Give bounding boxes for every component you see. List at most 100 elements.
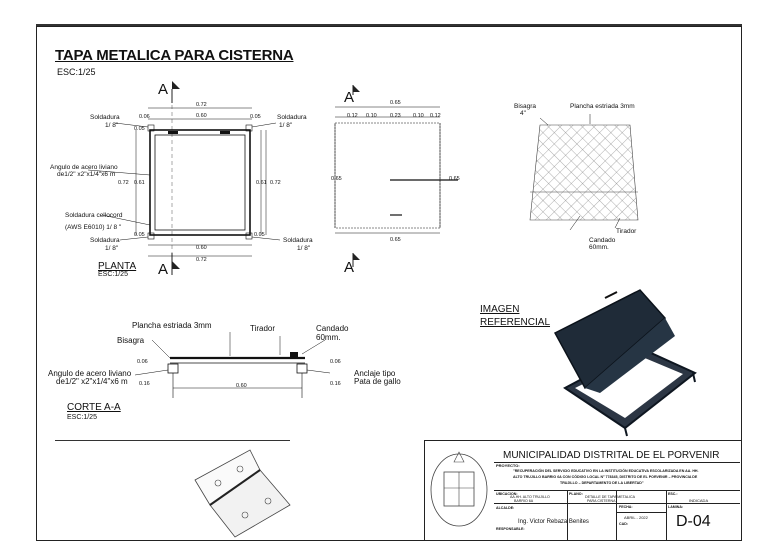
section-caption: CORTE A-A [67,402,121,413]
elevation-section-marker-top: A [344,89,355,106]
elevation-dim-bottom: 0.65 [390,237,401,243]
location-value-1: AA.HH. ALTO TRUJILLO [510,495,550,499]
tb-rule-4 [616,512,666,513]
plan-dim-edge-bl: 0.05 [134,232,145,238]
plan-dim-top-total: 0.72 [196,102,207,108]
section-anchor-line1: Anclaje tipo [354,369,396,378]
plan-label: PLANO: [569,492,583,496]
section-arrow-bottom [172,261,180,269]
elevation-dim-side-right: 0.65 [449,176,460,182]
plan-weld-bl: Soldadura [90,237,120,244]
sheet-border [36,26,742,541]
plan-dim-top-mid: 0.60 [196,113,207,119]
project-text-2: ALTO TRUJILLO BARRIO 6A CON CÓDIGO LOCAL… [513,475,698,479]
tb-vrule-1 [567,490,568,540]
detail-handle: Tirador [616,228,637,235]
detail-lock-size: 60mm. [589,244,609,251]
plan-angle-line2: de1/2" x2"x1/4"x6 m [57,171,116,178]
detail-hatched-lid [529,114,639,231]
section-dim-right: 0.16 [330,381,341,387]
detail-hinge: Bisagra [514,103,537,110]
section-dim-right-top: 0.06 [330,359,341,365]
section-caption-scale: ESC:1/25 [67,414,97,421]
esc-value: INDICADA [689,498,709,503]
plan-caption-scale: ESC:1/25 [98,271,128,278]
plan-dim-bottom-total: 0.72 [196,257,207,263]
elevation-dim-d2: 0.10 [366,113,377,119]
plan-dim-side-inner-right: 0.61 [256,180,267,186]
reference-label-line2: REFERENCIAL [480,317,551,328]
elevation-dim-d1: 0.12 [347,113,358,119]
esc-label: ESC.: [668,492,678,496]
title-block [424,440,742,541]
plan-weld-cello-spec: (AWS E6010) 1/ 8 " [65,224,122,231]
plan-dim-edge-tl: 0.06 [139,114,150,120]
tb-rule-3 [494,503,740,504]
plan-inner-frame [154,134,246,231]
sheet-top-rule [36,24,742,26]
plan-dim-side-total: 0.72 [118,180,129,186]
plan-weld-tl-size: 1/ 8" [105,122,119,129]
sheet-scale: ESC:1/25 [57,67,96,77]
plan-dim-edge-l2: 0.05 [134,126,145,132]
plan-value-2: PARA CISTERNA [587,499,616,503]
section-arrow-top [172,81,180,89]
section-handle: Tirador [250,324,276,333]
plan-angle-line1: Angulo de acero liviano [50,164,118,171]
plan-weld-bl-size: 1/ 8" [105,245,119,252]
detail-plate: Plancha estriada 3mm [570,103,635,110]
tb-rule-1 [494,462,740,463]
date-value: ABRIL - 2022 [624,515,648,520]
hinge-sketch [194,449,291,538]
tb-vrule-3 [666,490,667,540]
project-label: PROYECTO: [496,463,520,468]
detail-lock: Candado [589,237,616,244]
elevation-dim-top-total: 0.65 [390,100,401,106]
sheet-title: TAPA METALICA PARA CISTERNA [55,47,294,64]
plan-weld-br: Soldadura [283,237,313,244]
elevation-dim-d5: 0.12 [430,113,441,119]
section-angle-line1: Angulo de acero liviano [48,369,132,378]
plan-weld-cello: Soldadura cellocord [65,212,123,219]
elevation-dim-d3: 0.23 [390,113,401,119]
plan-weld-br-size: 1/ 8" [297,245,311,252]
reference-label-line1: IMAGEN [480,304,520,315]
responsible-label: RESPONSABLE: [496,527,525,531]
plan-weld-tr: Soldadura [277,114,307,121]
section-drawing [134,332,331,398]
plan-section-marker-bottom: A [158,261,169,278]
plan-drawing [87,81,281,275]
plan-dim-edge-br: 0.05 [254,232,265,238]
plan-outer-frame [149,129,251,236]
section-plate: Plancha estriada 3mm [132,321,212,330]
location-label: UBICACION: [496,492,518,496]
mayor-label: ALCALDE: [496,506,515,510]
responsible-name: Ing. Victor Rebaza Benites [518,519,589,525]
elevation-dim-side-left: 0.65 [331,176,342,182]
sheet-label: LAMINA: [668,505,684,509]
plan-value-1: DETALLE DE TAPA METALICA [585,495,635,499]
plan-weld-tl: Soldadura [90,114,120,121]
date-label: FECHA: [619,505,633,509]
tb-vrule-2 [616,490,617,540]
plan-dim-side-total-right: 0.72 [270,180,281,186]
cad-label: CAD: [619,522,628,526]
section-dim-left-top: 0.06 [137,359,148,365]
section-dim-mid: 0.60 [236,383,247,389]
location-value-2: BARRIO 6A [514,499,534,503]
tb-rule-2 [494,490,740,491]
plan-dim-edge-tr: 0.05 [250,114,261,120]
plan-caption: PLANTA [98,261,137,272]
section-dim-left: 0.16 [139,381,150,387]
plan-weld-tr-size: 1/ 8" [279,122,293,129]
plan-section-marker-top: A [158,81,169,98]
elevation-drawing [334,85,458,267]
hinge-sketch-rule [55,440,290,441]
plan-dim-bottom-mid: 0.60 [196,245,207,251]
elevation-dim-d4: 0.10 [413,113,424,119]
reference-lid-image [553,289,697,437]
section-angle-line2: de1/2" x2"x1/4"x6 m [56,377,128,386]
detail-hinge-size: 4" [520,110,526,117]
section-hinge: Bisagra [117,336,145,345]
plan-dim-side-inner-left: 0.61 [134,180,145,186]
